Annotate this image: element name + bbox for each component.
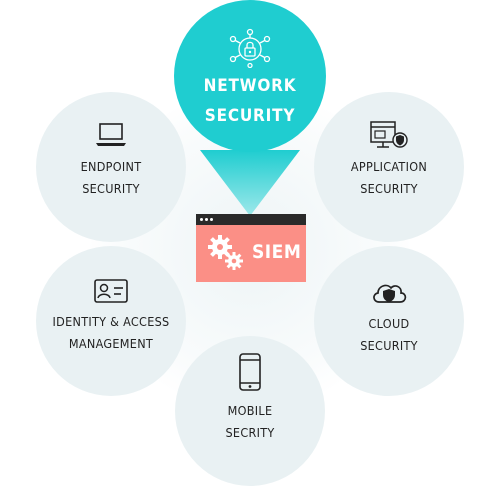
node-label: IDENTITY & ACCESS MANAGEMENT [52, 314, 170, 351]
pointer-triangle [200, 150, 300, 216]
node-endpoint-security: ENDPOINT SECURITY [36, 92, 186, 242]
node-label: MOBILE SECRITY [225, 403, 275, 440]
siem-label: SIEM [252, 241, 302, 263]
node-identity-access-management: IDENTITY & ACCESS MANAGEMENT [36, 246, 186, 396]
mobile-icon [239, 353, 261, 391]
node-label: NETWORK SECURITY [203, 76, 297, 126]
network-lock-icon [229, 28, 271, 68]
gears-icon [208, 235, 243, 270]
laptop-icon [96, 123, 126, 146]
node-label: CLOUD SECURITY [360, 316, 418, 353]
siem-titlebar [196, 214, 306, 225]
node-label: ENDPOINT SECURITY [80, 159, 142, 196]
app-shield-icon [370, 121, 408, 148]
node-network-security: NETWORK SECURITY [174, 0, 326, 152]
siem-body: SIEM [196, 225, 306, 282]
window-dot-icon [205, 218, 208, 221]
node-application-security: APPLICATION SECURITY [314, 92, 464, 242]
id-card-icon [94, 279, 128, 303]
node-mobile-security: MOBILE SECRITY [175, 336, 325, 486]
node-label: APPLICATION SECURITY [350, 159, 428, 196]
cloud-shield-icon [373, 284, 407, 303]
siem-center: SIEM [196, 214, 306, 282]
node-cloud-security: CLOUD SECURITY [314, 246, 464, 396]
window-dot-icon [210, 218, 213, 221]
window-dot-icon [200, 218, 203, 221]
